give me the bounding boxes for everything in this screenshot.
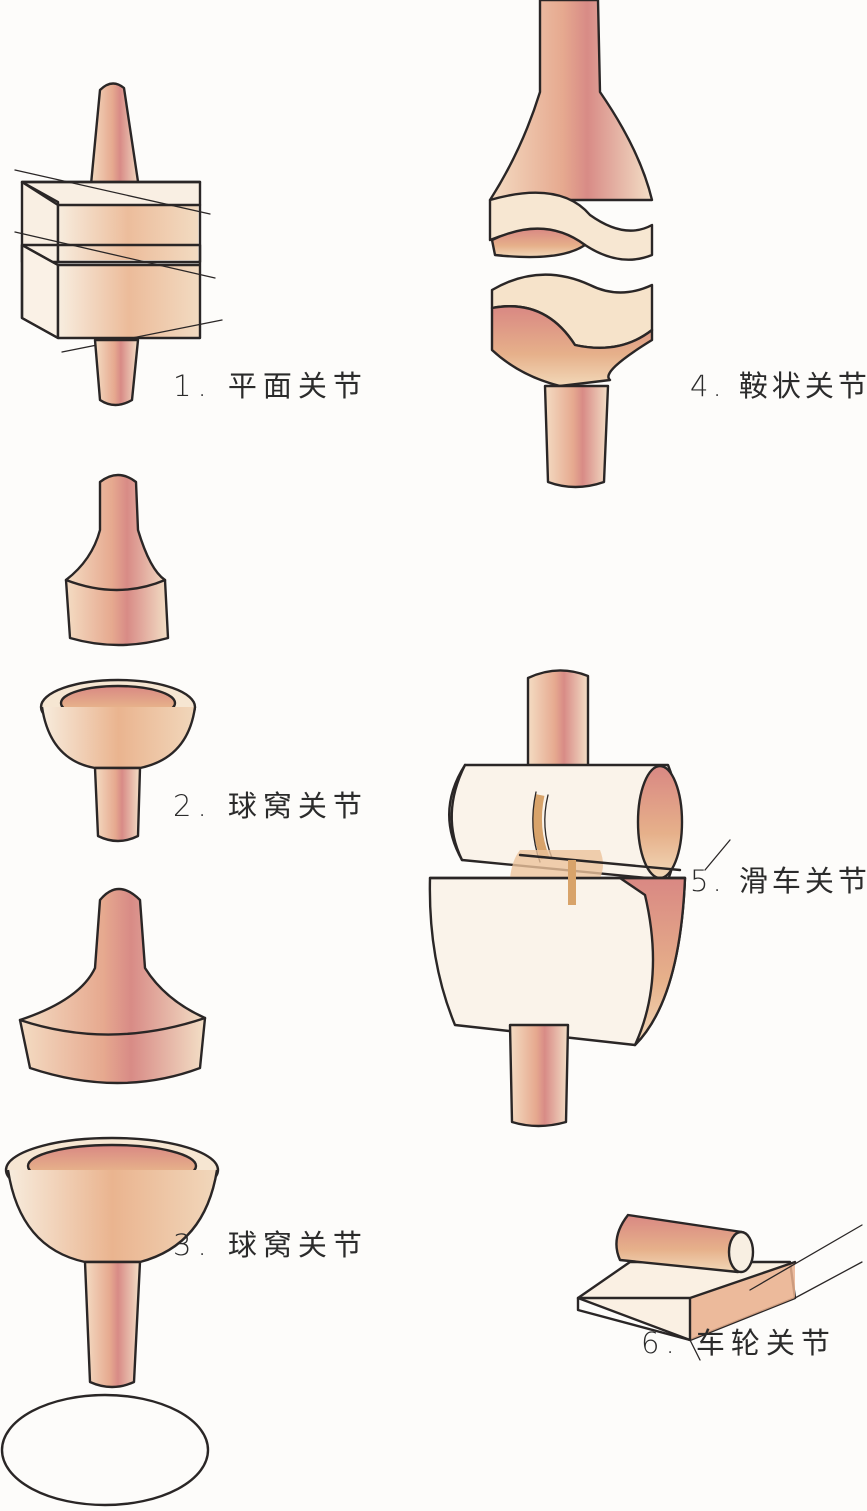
label-saddle-joint: 4. 鞍状关节 bbox=[690, 369, 867, 403]
hinge-joint-sketch bbox=[428, 669, 731, 1128]
label-ball-socket-joint-2: 2. 球窝关节 bbox=[173, 789, 368, 823]
label-ball-socket-joint-3: 3. 球窝关节 bbox=[173, 1228, 368, 1262]
saddle-joint-sketch bbox=[488, 0, 654, 489]
plane-joint-sketch bbox=[14, 82, 223, 407]
label-hinge-joint: 5. 滑车关节 bbox=[690, 864, 867, 898]
pivot-joint-sketch bbox=[576, 1213, 863, 1361]
ball-socket-joint-2-sketch bbox=[39, 473, 197, 843]
label-plane-joint: 1. 平面关节 bbox=[173, 369, 368, 403]
ball-socket-joint-3-sketch bbox=[0, 887, 220, 1507]
label-pivot-joint: 6. 车轮关节 bbox=[641, 1326, 836, 1360]
